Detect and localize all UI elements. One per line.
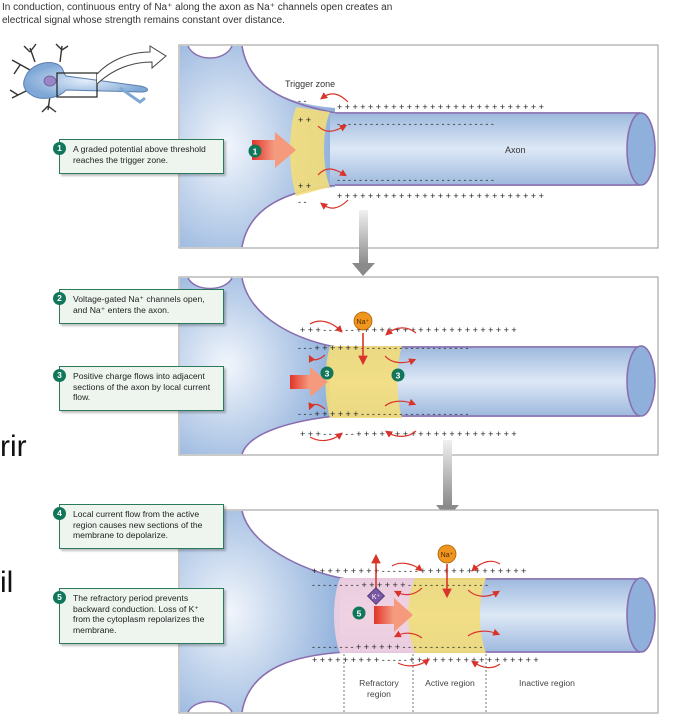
step-badge: [391, 368, 405, 382]
step-badge: [248, 144, 262, 158]
svg-text:+ + + + + + + + + - - - -: + + + + + + + + + - - - - - - - + + + + …: [312, 566, 526, 576]
svg-text:+ +: + +: [298, 115, 311, 125]
refractory-region-label: Refractory: [359, 678, 399, 688]
svg-text:- -: - -: [298, 197, 307, 207]
axon-label: Axon: [505, 145, 526, 155]
step-3-callout: 3 Positive charge flows into adjacent se…: [53, 366, 224, 411]
cell-body: [180, 511, 345, 712]
step-badge: 3: [53, 369, 66, 382]
step-4-callout: 4 Local current flow from the active reg…: [53, 504, 224, 549]
step-text: Local current flow from the active regio…: [73, 509, 203, 541]
na-ion: [353, 311, 373, 331]
axon-end: [626, 577, 656, 653]
figure-caption: In conduction, continuous entry of Na⁺ a…: [2, 2, 393, 26]
svg-text:+ + + - - - - - - + + + + +: + + + - - - - - - + + + + + + + + + + + …: [300, 325, 517, 335]
refractory-region-label: region: [367, 689, 391, 699]
svg-text:- - - - - - - - - - - - - - -: - - - - - - - - - - - - - - - - - - - - …: [337, 119, 494, 129]
svg-text:- -: - -: [298, 96, 307, 106]
charges-inside-top: - - - + + + + + + - - - - - - - - - - - …: [298, 343, 468, 353]
charges-outside-bottom: + + + - - - - - - + + + + + + + + + + + …: [300, 429, 517, 439]
svg-text:- - - + + + + + + - - - - - -: - - - + + + + + + - - - - - - - - - - - …: [298, 409, 468, 419]
slide-text-fragment: il: [0, 566, 14, 599]
charges-inside-top: - - - - - - - - - + + + + + + - - - - - …: [312, 580, 488, 590]
step-badge: [320, 366, 334, 380]
current-flow-arrow: [290, 375, 312, 389]
active-region: [408, 578, 486, 653]
svg-text:+ + + + + + + + + - - - - -: + + + + + + + + + - - - - - + + + + + + …: [312, 655, 539, 665]
svg-text:- - - + + + + + + - - - - - -: - - - + + + + + + - - - - - - - - - - - …: [298, 343, 468, 353]
axon: [330, 113, 640, 185]
svg-text:3: 3: [325, 369, 330, 379]
panel-2-na-entry: + + + - - - - - - + + + + + + + + + + + …: [178, 276, 659, 456]
magnify-arrow: [96, 45, 167, 85]
local-current-arrows: [392, 561, 500, 667]
local-current-arrows: [308, 320, 417, 442]
slide-text-fragment: rir: [0, 430, 27, 463]
region-dividers: [343, 654, 487, 713]
step-badge: 2: [53, 292, 66, 305]
charges-outside-bottom: - - + + + + + + + + + + + + + + + + + + +…: [298, 191, 544, 207]
soma: [23, 62, 148, 99]
svg-text:- - - - - - - - + + + + + +: - - - - - - - - + + + + + + - - - - - - …: [312, 642, 482, 652]
step-5-callout: 5 The refractory period prevents backwar…: [53, 588, 224, 644]
svg-text:+ +: + +: [298, 181, 311, 191]
svg-text:- - - - - - - - - - - - - - -: - - - - - - - - - - - - - - - - - - - - …: [337, 175, 494, 185]
copyright-line-clipped: [2, 716, 4, 723]
svg-text:1: 1: [253, 147, 258, 157]
step-text: Voltage-gated Na⁺ channels open, and Na⁺…: [73, 294, 205, 315]
axon-end: [626, 112, 656, 186]
active-region-label: Active region: [425, 678, 475, 688]
svg-text:+ + + + + + + + + + + + + + +: + + + + + + + + + + + + + + + + + + + + …: [337, 191, 544, 201]
charges-inside-bottom: + + - - - - - - - - - - - - - - - - - - -…: [298, 175, 494, 191]
charges-inside-bottom: - - - + + + + + + - - - - - - - - - - - …: [298, 409, 468, 419]
charges-outside-top: + + + - - - - - - + + + + + + + + + + + …: [300, 325, 517, 335]
charges-inside-top: + + - - - - - - - - - - - - - - - - - - -…: [298, 115, 494, 129]
svg-text:K⁺: K⁺: [372, 594, 381, 601]
panel-1-trigger-zone: Trigger zone Axon - - + + + + + + + + + +…: [178, 44, 659, 249]
step-text: A graded potential above threshold reach…: [73, 144, 206, 165]
charges-outside-top: - - + + + + + + + + + + + + + + + + + + +…: [298, 96, 544, 112]
step-2-callout: 2 Voltage-gated Na⁺ channels open, and N…: [53, 289, 224, 324]
charges-outside-top: + + + + + + + + + - - - - - - - + + + + …: [312, 566, 526, 576]
step-badge: 4: [53, 507, 66, 520]
sequence-arrow: [352, 210, 375, 276]
step-1-callout: 1 A graded potential above threshold rea…: [53, 139, 224, 174]
svg-text:+ + + + + + + + + + + + + + +: + + + + + + + + + + + + + + + + + + + + …: [337, 102, 544, 112]
na-ion: [437, 544, 457, 564]
current-flow-arrow: [374, 606, 396, 624]
step-badge: 5: [53, 591, 66, 604]
inactive-region-label: Inactive region: [519, 678, 575, 688]
k-ion: [366, 586, 386, 606]
nucleus: [43, 75, 57, 87]
zoom-box: [56, 72, 98, 98]
charges-outside-bottom: + + + + + + + + + - - - - - + + + + + + …: [312, 655, 539, 665]
svg-text:Na⁺: Na⁺: [357, 319, 370, 326]
step-text: Positive charge flows into adjacent sect…: [73, 371, 211, 403]
local-current-arrows: [317, 92, 349, 210]
svg-text:+ + + - - - - - - + + + + +: + + + - - - - - - + + + + + + + + + + + …: [300, 429, 517, 439]
depolarized-region: [325, 346, 402, 418]
svg-text:5: 5: [357, 609, 362, 619]
neuron-thumbnail: [9, 43, 167, 113]
svg-text:3: 3: [396, 371, 401, 381]
dendrites: [9, 43, 69, 113]
step-badge: 1: [53, 142, 66, 155]
axon-end: [626, 345, 656, 417]
svg-text:- - - - - - - - - + + + + +: - - - - - - - - - + + + + + + - - - - - …: [312, 580, 488, 590]
step-text: The refractory period prevents backward …: [73, 593, 205, 635]
step-badge: [352, 606, 366, 620]
charges-inside-bottom: - - - - - - - - + + + + + + - - - - - - …: [312, 642, 482, 652]
svg-text:Na⁺: Na⁺: [441, 552, 454, 559]
trigger-zone-label: Trigger zone: [285, 79, 335, 89]
panel-3-propagation: + + + + + + + + + - - - - - - - + + + + …: [179, 510, 658, 713]
